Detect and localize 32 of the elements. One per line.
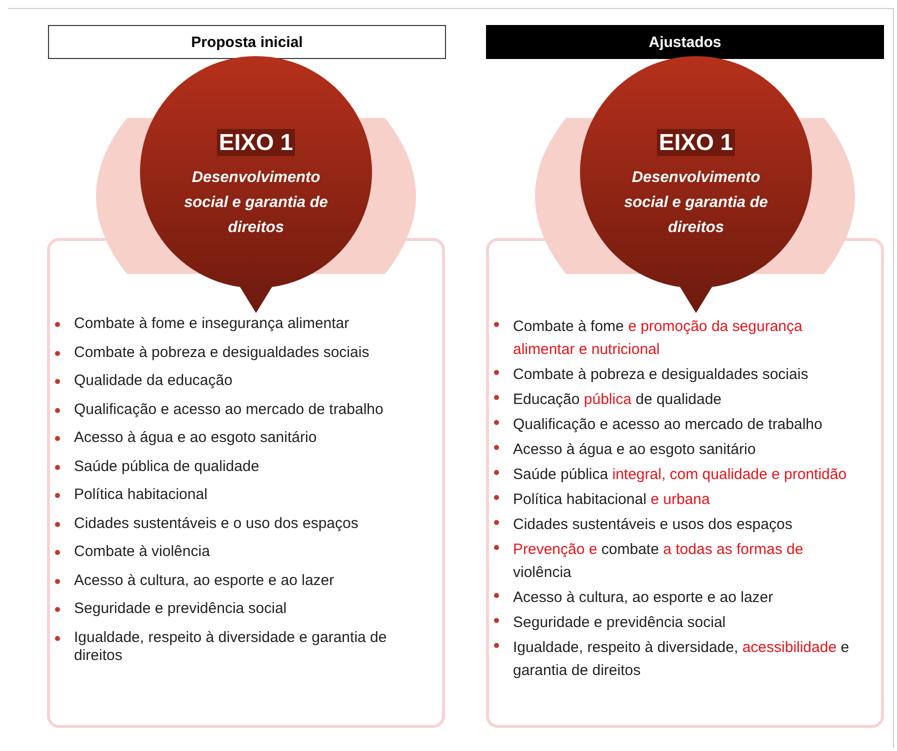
list-item: Seguridade e previdência social [513, 614, 726, 631]
list-item: Acesso à cultura, ao esporte e ao lazer [74, 572, 334, 588]
list-item: Prevenção e combate a todas as formas de violência [513, 541, 804, 581]
list-item: Cidades sustentáveis e o uso dos espaços [74, 514, 358, 532]
list-item: Saúde pública integral, com qualidade e prontidão [513, 466, 847, 483]
list-item: Combate à fome e promoção da segurança alimentar e nutricional [513, 318, 802, 358]
list-item: Política habitacional e urbana [513, 491, 710, 508]
list-item: Igualdade, respeito à diversidade e garantia de direitos [74, 628, 387, 664]
list-item: Qualificação e acesso ao mercado de trabalho [74, 400, 384, 418]
list-item: Qualificação e acesso ao mercado de trabalho [513, 416, 822, 433]
list-item: Seguridade e previdência social [74, 600, 287, 617]
list-item: Acesso à água e ao esgoto sanitário [74, 429, 317, 446]
list-item: Educação pública de qualidade [513, 391, 722, 408]
axis-title: EIXO 1 [656, 129, 736, 156]
list-panel [47, 238, 445, 728]
list-item: Acesso à cultura, ao esporte e ao lazer [513, 589, 774, 606]
column-header: Ajustados [486, 25, 884, 59]
list-item: Igualdade, respeito à diversidade, acessibilidade e garantia de direitos [513, 639, 850, 679]
list-item: Saúde pública de qualidade [74, 458, 260, 474]
list-item: Qualidade da educação [74, 372, 232, 389]
axis-subtitle: Desenvolvimento social e garantia de direitos [183, 168, 329, 238]
list-item: Combate à pobreza e desigualdades sociais [513, 366, 808, 383]
column-header: Proposta inicial [48, 25, 446, 59]
list-panel [486, 238, 884, 728]
list-item: Combate à violência [74, 543, 210, 560]
axis-subtitle: Desenvolvimento social e garantia de direitos [623, 168, 769, 238]
list-item: Política habitacional [74, 486, 208, 503]
list-item: Combate à fome e insegurança alimentar [74, 315, 350, 332]
list-item: Cidades sustentáveis e usos dos espaços [513, 516, 792, 533]
axis-title: EIXO 1 [216, 129, 296, 156]
list-item: Acesso à água e ao esgoto sanitário [513, 441, 756, 458]
list-item: Combate à pobreza e desigualdades sociais [74, 344, 370, 360]
